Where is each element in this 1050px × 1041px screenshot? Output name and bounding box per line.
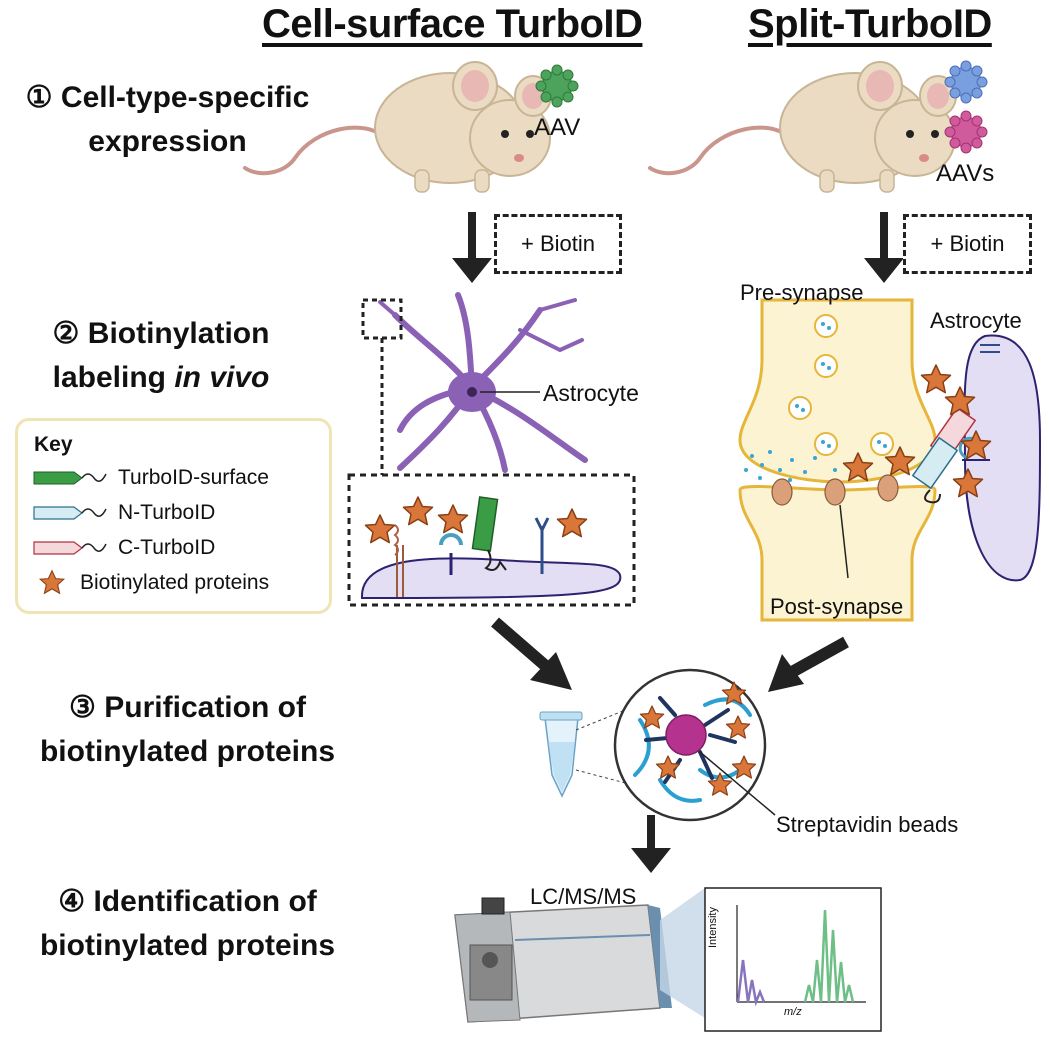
aav-pink-virus-icon bbox=[944, 110, 988, 154]
aavs-label: AAVs bbox=[936, 160, 995, 187]
step-4-line1: ④ Identification of bbox=[58, 885, 317, 918]
astrocyte-right-label: Astrocyte bbox=[930, 308, 1022, 333]
spectrum-box bbox=[704, 887, 882, 1032]
pink-tag-icon bbox=[33, 541, 107, 555]
orange-star-icon bbox=[38, 569, 66, 595]
bead-icon bbox=[665, 714, 707, 756]
key-legend: Key TurboID-surface N-TurboID C-TurboID … bbox=[15, 418, 332, 614]
column-title-cell-surface: Cell-surface TurboID bbox=[262, 2, 643, 46]
lcms-label: LC/MS/MS bbox=[530, 884, 637, 909]
green-tag-icon bbox=[33, 471, 107, 485]
blue-tag-icon bbox=[33, 506, 107, 520]
step-3-line2: biotinylated proteins bbox=[39, 735, 336, 768]
step-3-label: ③ Purification of biotinylated proteins bbox=[25, 686, 350, 774]
step-1-label: ① Cell-type-specific expression bbox=[0, 76, 335, 164]
post-synapse-label: Post-synapse bbox=[770, 594, 904, 619]
arrow-left-2 bbox=[491, 617, 552, 673]
column-title-split: Split-TurboID bbox=[748, 2, 992, 46]
mouse-right-icon bbox=[648, 60, 958, 194]
key-item-c-turboid: C-TurboID bbox=[32, 536, 215, 560]
step-1-line2: expression bbox=[88, 125, 247, 158]
mouse-left-icon bbox=[243, 60, 553, 194]
intensity-label: Intensity bbox=[707, 907, 719, 948]
step-4-line2: biotinylated proteins bbox=[39, 929, 336, 962]
mz-label: m/z bbox=[784, 1006, 802, 1018]
step-3-line1: ③ Purification of bbox=[69, 691, 306, 724]
biotin-right-box: + Biotin bbox=[903, 214, 1032, 274]
arrow-right-2 bbox=[789, 636, 849, 678]
aav-blue-virus-icon bbox=[944, 60, 988, 104]
step-2-label: ② Biotinylation labeling in vivo bbox=[0, 312, 322, 400]
step-1-line1: ① Cell-type-specific bbox=[25, 81, 310, 114]
biotin-left-box: + Biotin bbox=[494, 214, 622, 274]
step-4-label: ④ Identification of biotinylated protein… bbox=[25, 880, 350, 968]
aav-green-virus-icon bbox=[535, 64, 579, 108]
astrocyte-left-label: Astrocyte bbox=[543, 380, 639, 406]
key-title: Key bbox=[34, 433, 73, 456]
tube-icon bbox=[539, 711, 583, 798]
mass-spectrometer-icon bbox=[454, 897, 672, 1023]
key-item-biotinylated-proteins: Biotinylated proteins bbox=[32, 569, 269, 597]
key-item-n-turboid: N-TurboID bbox=[32, 501, 215, 525]
pre-synapse-label: Pre-synapse bbox=[740, 280, 864, 305]
key-item-turboid-surface: TurboID-surface bbox=[32, 466, 269, 490]
streptavidin-label: Streptavidin beads bbox=[776, 812, 959, 837]
step-2-line1: ② Biotinylation bbox=[52, 317, 270, 350]
synapse-diagram bbox=[738, 298, 1042, 622]
step-2-line2: labeling in vivo bbox=[52, 361, 270, 394]
aav-label: AAV bbox=[534, 114, 581, 141]
